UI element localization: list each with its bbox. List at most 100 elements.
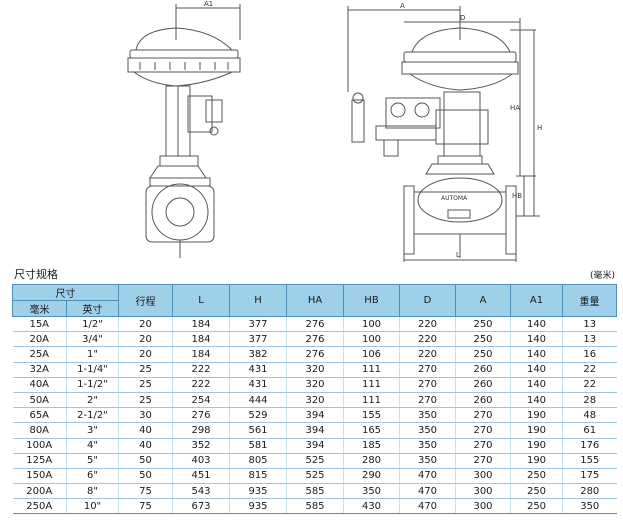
- cell-size-inch: 8": [66, 483, 119, 500]
- cell-stroke: 75: [118, 498, 173, 515]
- cell-size-mm: 250A: [12, 498, 67, 515]
- header-ha: HA: [286, 284, 344, 317]
- cell-hb: 111: [343, 392, 400, 409]
- cell-a1: 140: [510, 377, 563, 393]
- cell-l: 276: [172, 407, 230, 424]
- cell-size-mm: 125A: [12, 453, 67, 469]
- cell-ha: 276: [286, 346, 344, 363]
- cell-stroke: 50: [118, 468, 173, 485]
- cell-size-mm: 20A: [12, 331, 67, 348]
- header-h: H: [229, 284, 287, 317]
- cell-size-mm: 50A: [12, 392, 67, 409]
- cell-a: 250: [455, 346, 511, 363]
- cell-ha: 525: [286, 468, 344, 485]
- header-a1: A1: [510, 284, 563, 317]
- cell-weight: 22: [562, 362, 617, 378]
- cell-h: 444: [229, 392, 287, 409]
- cell-ha: 585: [286, 483, 344, 500]
- cell-a: 300: [455, 498, 511, 515]
- cell-size-mm: 40A: [12, 377, 67, 393]
- cell-ha: 394: [286, 422, 344, 439]
- cell-stroke: 30: [118, 407, 173, 424]
- cell-ha: 320: [286, 377, 344, 393]
- cell-a: 260: [455, 392, 511, 409]
- cell-weight: 48: [562, 407, 617, 424]
- cell-ha: 320: [286, 392, 344, 409]
- header-size-inch: 英寸: [66, 300, 119, 317]
- cell-h: 377: [229, 331, 287, 348]
- cell-ha: 276: [286, 316, 344, 333]
- cell-l: 403: [172, 453, 230, 469]
- cell-d: 220: [399, 316, 456, 333]
- right-front-view: [347, 6, 540, 262]
- cell-ha: 585: [286, 498, 344, 515]
- cell-a1: 250: [510, 468, 563, 485]
- cell-h: 377: [229, 316, 287, 333]
- cell-a: 260: [455, 377, 511, 393]
- cell-size-mm: 15A: [12, 316, 67, 333]
- cell-size-inch: 2-1/2": [66, 407, 119, 424]
- section-title: 尺寸规格: [14, 268, 58, 281]
- cell-a: 250: [455, 316, 511, 333]
- cell-d: 270: [399, 392, 456, 409]
- cell-l: 673: [172, 498, 230, 515]
- dim-label-a: A: [400, 2, 405, 10]
- cell-d: 470: [399, 483, 456, 500]
- cell-l: 298: [172, 422, 230, 439]
- cell-weight: 13: [562, 331, 617, 348]
- cell-h: 935: [229, 498, 287, 515]
- cell-size-inch: 2": [66, 392, 119, 409]
- cell-size-inch: 5": [66, 453, 119, 469]
- cell-hb: 100: [343, 316, 400, 333]
- cell-d: 350: [399, 422, 456, 439]
- cell-ha: 525: [286, 453, 344, 469]
- dim-label-a1: A1: [204, 0, 213, 8]
- cell-size-inch: 1-1/2": [66, 377, 119, 393]
- header-d: D: [399, 284, 456, 317]
- cell-size-inch: 4": [66, 438, 119, 454]
- cell-size-inch: 1-1/4": [66, 362, 119, 378]
- cell-d: 220: [399, 346, 456, 363]
- cell-stroke: 25: [118, 362, 173, 378]
- dim-label-hb: HB: [512, 192, 522, 200]
- cell-l: 352: [172, 438, 230, 454]
- cell-l: 222: [172, 362, 230, 378]
- header-l: L: [172, 284, 230, 317]
- cell-weight: 22: [562, 377, 617, 393]
- cell-l: 184: [172, 346, 230, 363]
- cell-d: 470: [399, 468, 456, 485]
- header-size-mm: 毫米: [12, 300, 67, 317]
- cell-l: 543: [172, 483, 230, 500]
- cell-d: 270: [399, 377, 456, 393]
- cell-weight: 176: [562, 438, 617, 454]
- cell-h: 382: [229, 346, 287, 363]
- cell-a1: 140: [510, 346, 563, 363]
- cell-a1: 250: [510, 483, 563, 500]
- cell-l: 184: [172, 331, 230, 348]
- cell-h: 431: [229, 362, 287, 378]
- cell-size-mm: 80A: [12, 422, 67, 439]
- cell-stroke: 20: [118, 346, 173, 363]
- dim-label-l: L: [456, 251, 460, 259]
- cell-a1: 250: [510, 498, 563, 515]
- cell-stroke: 75: [118, 483, 173, 500]
- cell-a1: 140: [510, 362, 563, 378]
- unit-note: (毫米): [589, 271, 615, 281]
- cell-stroke: 20: [118, 331, 173, 348]
- cell-a1: 190: [510, 438, 563, 454]
- header-weight: 重量: [562, 284, 617, 317]
- cell-hb: 155: [343, 407, 400, 424]
- cell-h: 431: [229, 377, 287, 393]
- cell-a: 270: [455, 422, 511, 439]
- cell-size-inch: 10": [66, 498, 119, 515]
- cell-h: 935: [229, 483, 287, 500]
- cell-a1: 190: [510, 422, 563, 439]
